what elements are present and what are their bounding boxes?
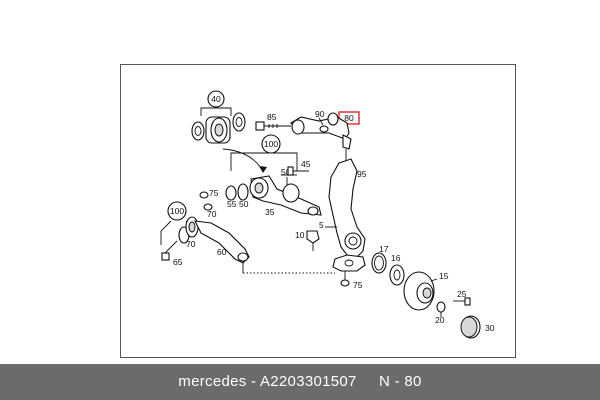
bushing-set-100-lower: 100 70 65 bbox=[160, 201, 199, 267]
label-50-upper: 50 bbox=[281, 167, 291, 177]
label-25: 25 bbox=[457, 289, 467, 299]
caption-bar: mercedes - A2203301507 N - 80 bbox=[0, 364, 600, 400]
label-85: 85 bbox=[267, 112, 277, 122]
label-17: 17 bbox=[379, 244, 389, 254]
label-55: 55 bbox=[227, 199, 237, 209]
brand-name: mercedes bbox=[178, 373, 247, 390]
label-30: 30 bbox=[485, 323, 495, 333]
lower-control-arm-35: 75 70 55 50 35 bbox=[199, 174, 322, 219]
wheel-hub-assembly: 17 16 15 25 20 30 bbox=[371, 244, 495, 339]
diagram-position: N - 80 bbox=[379, 373, 422, 390]
label-75-upper: 75 bbox=[209, 188, 219, 198]
caption-separator: - bbox=[246, 373, 260, 390]
label-20: 20 bbox=[435, 315, 445, 325]
parts-diagram-frame: 40 80 90 85 100 bbox=[120, 64, 516, 358]
label-90: 90 bbox=[315, 109, 325, 119]
label-80: 80 bbox=[344, 113, 354, 123]
label-50-lower: 50 bbox=[239, 199, 249, 209]
label-60: 60 bbox=[217, 247, 227, 257]
bushing-set-40: 40 bbox=[191, 90, 267, 173]
label-95: 95 bbox=[357, 169, 367, 179]
label-70-upper: 70 bbox=[207, 209, 217, 219]
label-40: 40 bbox=[211, 94, 221, 104]
caption-text: mercedes - A2203301507 N - 80 bbox=[0, 373, 600, 390]
label-10: 10 bbox=[295, 230, 305, 240]
label-100-lower: 100 bbox=[170, 206, 184, 216]
bushing-set-100-upper: 100 50 45 bbox=[230, 134, 311, 177]
label-16: 16 bbox=[391, 253, 401, 263]
tension-strut-60: 60 bbox=[194, 220, 335, 274]
label-65: 65 bbox=[173, 257, 183, 267]
label-75-lower: 75 bbox=[353, 280, 363, 290]
label-5: 5 bbox=[319, 220, 324, 230]
label-35: 35 bbox=[265, 207, 275, 217]
label-70-lower: 70 bbox=[186, 239, 196, 249]
suspension-exploded-diagram: 40 80 90 85 100 bbox=[160, 90, 495, 339]
label-100-upper: 100 bbox=[264, 139, 278, 149]
label-45: 45 bbox=[301, 159, 311, 169]
steering-knuckle: 95 5 10 75 bbox=[295, 158, 367, 290]
label-15: 15 bbox=[439, 271, 449, 281]
part-number: A2203301507 bbox=[259, 373, 357, 390]
upper-control-arm-80: 80 90 85 bbox=[255, 109, 360, 163]
caption-gap bbox=[357, 373, 379, 390]
